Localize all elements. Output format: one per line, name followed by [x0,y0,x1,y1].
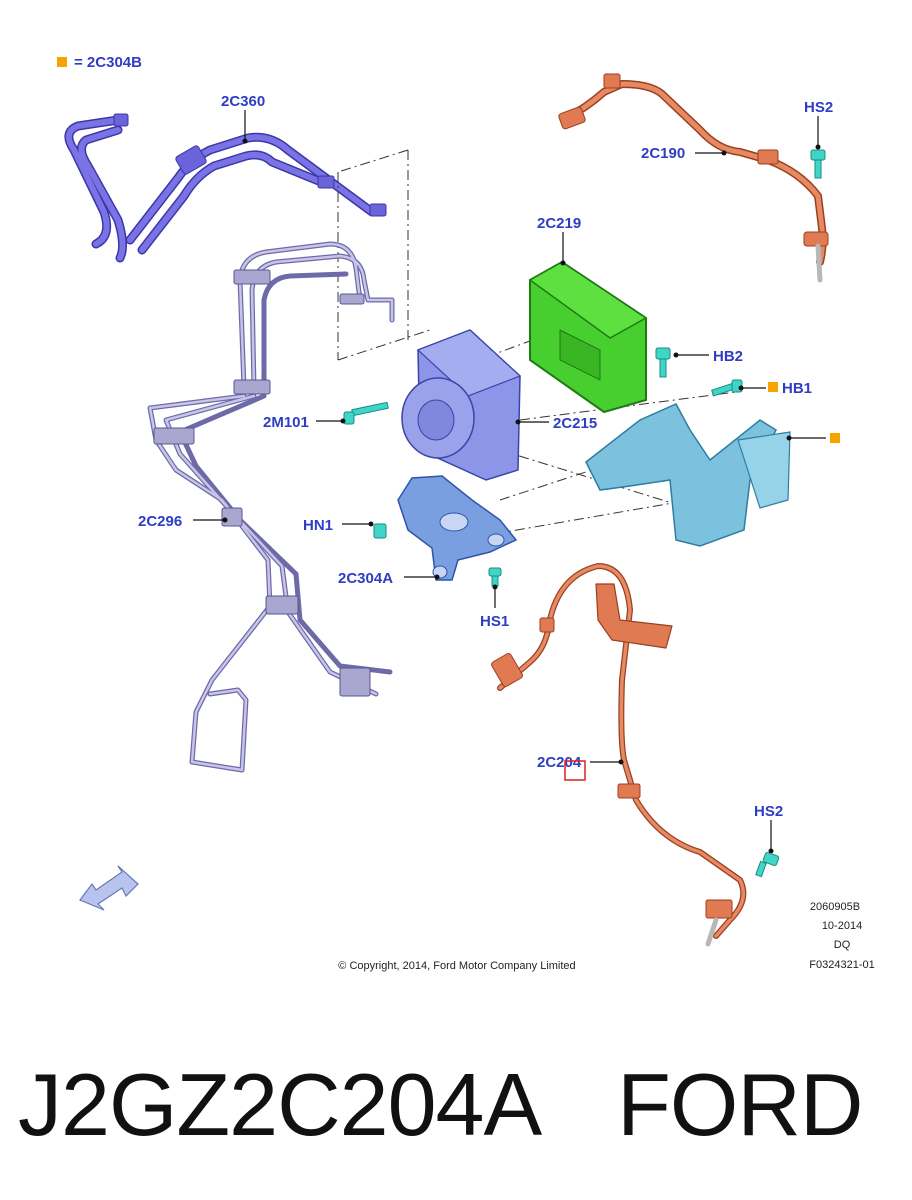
callout-hb1: HB1 [782,380,812,397]
brake-lines-2c296[interactable] [147,241,395,773]
part-caption: J2GZ2C204A FORD [18,1050,898,1160]
callout-hb2: HB2 [713,348,743,365]
figure-number: F0324321-01 [809,959,874,971]
square-marker-icon [830,433,840,443]
assembly-guide-line [337,149,431,361]
bolt-2m101[interactable] [343,401,389,425]
bolt-hs2-top[interactable] [810,149,826,179]
brake-tube-2c360[interactable] [64,113,387,263]
square-marker-icon [768,382,778,392]
hcu-bracket-2c304a[interactable] [397,475,518,581]
front-direction-arrow-icon [79,865,139,911]
drawing-date: 10-2014 [822,920,862,932]
drawing-code: DQ [834,939,851,951]
bolt-hs2-bottom[interactable] [755,851,780,878]
part-number: J2GZ2C204A [18,1055,542,1154]
hydraulic-control-unit-2c215[interactable] [401,329,522,481]
drawing-number: 2060905B [810,901,860,913]
copyright-notice: © Copyright, 2014, Ford Motor Company Li… [338,960,575,972]
callout-2c190: 2C190 [641,145,685,162]
bolt-hs1[interactable] [488,567,502,587]
callout-2c304a: 2C304A [338,570,393,587]
bolt-hb2[interactable] [655,347,671,378]
nut-hn1[interactable] [373,523,387,539]
brake-system-exploded-diagram: = 2C304B 2C360 2C190 [57,54,875,972]
callout-2c219: 2C219 [537,215,581,232]
callout-hs2-top: HS2 [804,99,833,116]
callout-2c215: 2C215 [553,415,597,432]
callout-hs2-bottom: HS2 [754,803,783,820]
callout-2c360: 2C360 [221,93,265,110]
callout-2c296: 2C296 [138,513,182,530]
callout-hn1: HN1 [303,517,333,534]
legend-square-marker-icon [57,57,67,67]
callout-2m101: 2M101 [263,414,309,431]
callout-hs1: HS1 [480,613,509,630]
brand-name: FORD [617,1055,863,1154]
abs-control-module-2c219[interactable] [528,260,648,414]
legend-text: = 2C304B [74,54,142,71]
mounting-bracket-2c304b[interactable] [585,403,791,547]
highlight-box [564,760,586,781]
wheel-speed-sensor-2c204[interactable] [490,563,747,947]
sensor-hose-2c190[interactable] [558,73,829,283]
callout-2c204: 2C204 [537,754,582,771]
